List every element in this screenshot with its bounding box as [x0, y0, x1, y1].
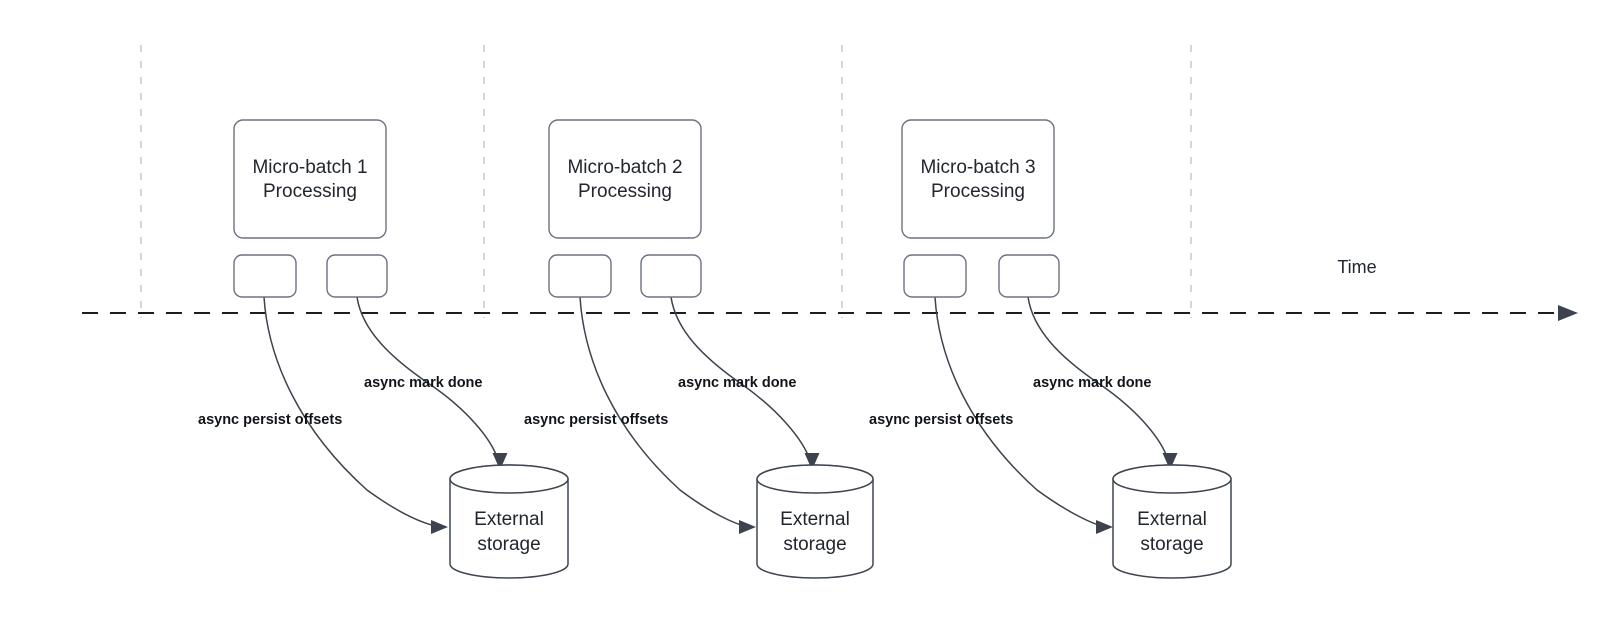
- mark-done-curve: [670, 296, 811, 461]
- micro-batch-label-line1: Micro-batch 3: [920, 157, 1035, 178]
- micro-batch-label-line2: Processing: [931, 181, 1025, 202]
- external-storage-cylinder-top: [449, 464, 569, 494]
- persist-offsets-task[interactable]: [233, 254, 297, 298]
- persist-offsets-task[interactable]: [903, 254, 967, 298]
- mark-done-curve: [1027, 296, 1169, 461]
- external-storage-label-line2: storage: [1140, 534, 1203, 555]
- mark-done-curve: [356, 296, 499, 461]
- micro-batch-box[interactable]: [548, 119, 702, 239]
- mark-done-task[interactable]: [326, 254, 388, 298]
- mark-done-task[interactable]: [998, 254, 1060, 298]
- external-storage-label-line1: External: [780, 509, 850, 530]
- async-persist-offsets-label: async persist offsets: [198, 412, 342, 428]
- persist-offsets-task[interactable]: [548, 254, 612, 298]
- micro-batch-label-line2: Processing: [263, 181, 357, 202]
- external-storage-label-line2: storage: [783, 534, 846, 555]
- time-axis: Time: [82, 257, 1578, 321]
- boundary-grid-lines: [140, 45, 1192, 318]
- external-storage-label-line1: External: [474, 509, 544, 530]
- persist-offsets-arrowhead: [1096, 520, 1113, 534]
- mark-done-arrowhead: [804, 453, 820, 470]
- mark-done-arrowhead: [492, 453, 508, 470]
- external-storage-cylinder-top: [1112, 464, 1232, 494]
- external-storage-cylinder-top: [756, 464, 874, 494]
- time-axis-label: Time: [1337, 257, 1376, 277]
- micro-batch-box[interactable]: [901, 119, 1055, 239]
- async-persist-offsets-label: async persist offsets: [869, 412, 1013, 428]
- persist-offsets-curve: [263, 296, 441, 528]
- micro-batch-box[interactable]: [233, 119, 387, 239]
- micro-batch-label-line1: Micro-batch 2: [567, 157, 682, 178]
- persist-offsets-curve: [579, 296, 749, 528]
- mark-done-task[interactable]: [640, 254, 702, 298]
- async-mark-done-label: async mark done: [678, 375, 796, 391]
- micro-batch-label-line1: Micro-batch 1: [252, 157, 367, 178]
- external-storage-label-line1: External: [1137, 509, 1207, 530]
- time-axis-arrowhead: [1558, 305, 1578, 321]
- persist-offsets-arrowhead: [739, 520, 756, 534]
- async-persist-offsets-label: async persist offsets: [524, 412, 668, 428]
- async-mark-done-label: async mark done: [1033, 375, 1151, 391]
- persist-offsets-arrowhead: [431, 520, 448, 534]
- async-mark-done-label: async mark done: [364, 375, 482, 391]
- micro-batch-label-line2: Processing: [578, 181, 672, 202]
- mark-done-arrowhead: [1162, 453, 1178, 470]
- external-storage-label-line2: storage: [477, 534, 540, 555]
- persist-offsets-curve: [934, 296, 1106, 528]
